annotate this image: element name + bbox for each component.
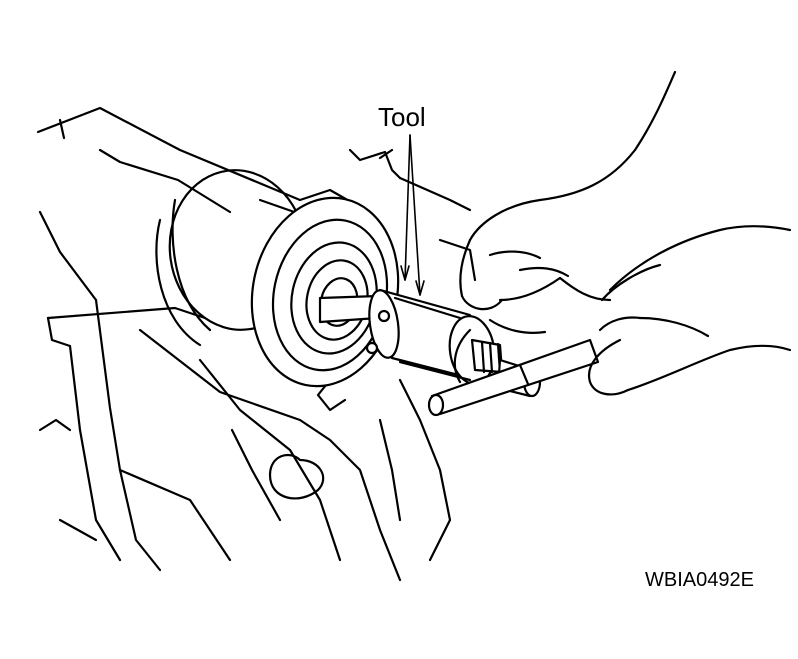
pulley (155, 169, 400, 388)
right-hand (587, 225, 792, 396)
callout-leaders (400, 134, 425, 296)
left-hand (453, 70, 677, 384)
figure-code: WBIA0492E (645, 569, 754, 591)
wrench (427, 338, 600, 417)
callout-label: Tool (378, 102, 426, 132)
engine-block (36, 106, 477, 582)
